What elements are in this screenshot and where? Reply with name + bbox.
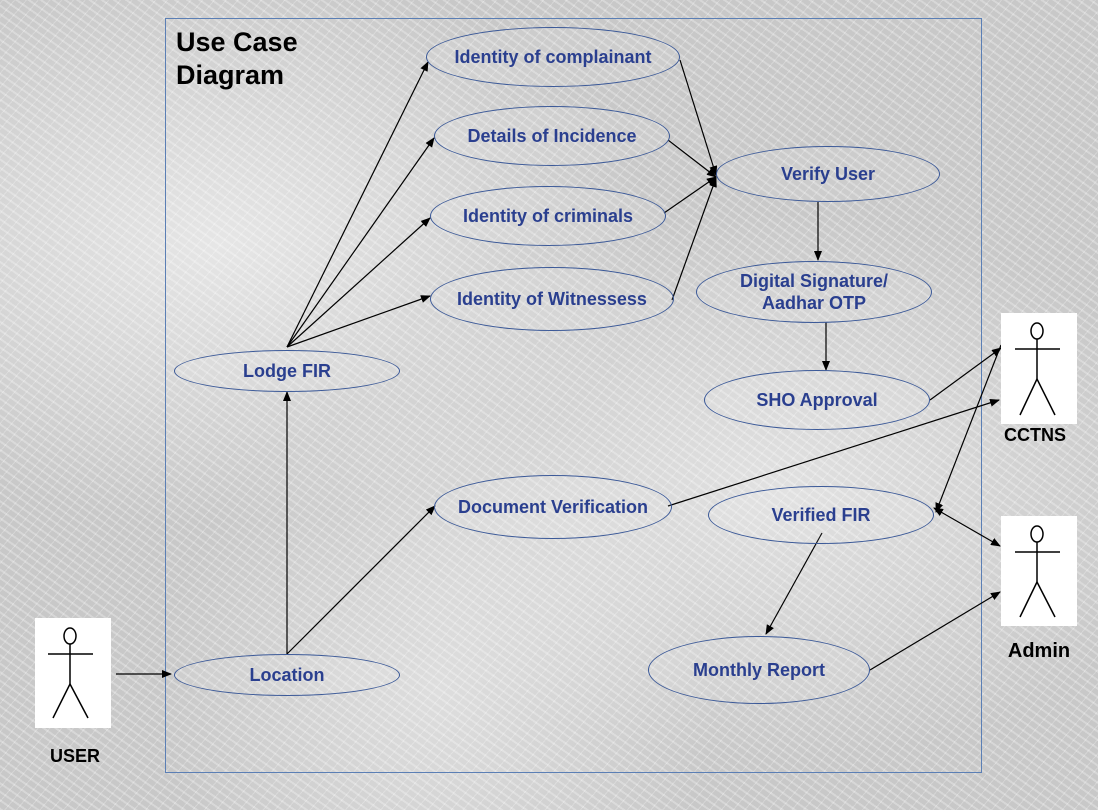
- usecase-label: Identity of complainant: [454, 47, 652, 67]
- actor-admin-label: Admin: [1007, 640, 1071, 662]
- usecase-label: Location: [249, 665, 325, 685]
- edge-monthly-to-admin: [870, 591, 1001, 670]
- usecase-document-verification: Document Verification: [434, 475, 672, 539]
- usecase-label: Identity of criminals: [462, 206, 634, 226]
- edge-incidence-to-verify: [668, 140, 717, 178]
- usecase-details-of-incidence: Details of Incidence: [434, 106, 670, 166]
- usecase-label: Document Verification: [457, 497, 649, 517]
- usecase-label: Verified FIR: [771, 505, 871, 525]
- usecase-label-line1: Digital Signature/: [739, 271, 889, 291]
- stick-figure-icon: [1001, 322, 1077, 424]
- usecase-digital-signature: Digital Signature/ Aadhar OTP: [696, 261, 932, 323]
- edge-cctns-to-verifiedfir: [936, 345, 1001, 513]
- usecase-label-line2: Aadhar OTP: [761, 293, 867, 313]
- edge-witnesses-to-verify: [672, 177, 717, 300]
- actor-cctns-label: CCTNS: [1004, 425, 1066, 445]
- usecase-label: Details of Incidence: [467, 126, 637, 146]
- usecase-identity-of-complainant: Identity of complainant: [426, 27, 680, 87]
- usecase-label: Lodge FIR: [243, 361, 331, 381]
- usecase-lodge-fir: Lodge FIR: [174, 350, 400, 392]
- actor-user: [35, 618, 111, 728]
- usecase-identity-of-criminals: Identity of criminals: [430, 186, 666, 246]
- usecase-label: Monthly Report: [693, 660, 825, 680]
- edge-lodge-to-criminals: [287, 217, 431, 347]
- usecase-monthly-report: Monthly Report: [648, 636, 870, 704]
- edge-location-to-docver: [287, 505, 436, 654]
- usecase-identity-of-witnesses: Identity of Witnessess: [430, 267, 674, 331]
- stick-figure-icon: [1001, 525, 1077, 626]
- usecase-label: Identity of Witnessess: [457, 289, 647, 309]
- edge-verifiedfir-to-monthly: [766, 533, 822, 635]
- usecase-label: Verify User: [780, 164, 876, 184]
- actor-admin: [1001, 516, 1077, 626]
- edge-criminals-to-verify: [664, 176, 717, 213]
- stick-figure-icon: [35, 627, 111, 728]
- edge-lodge-to-witnesses: [287, 295, 431, 347]
- edge-complainant-to-verify: [680, 60, 718, 176]
- usecase-verify-user: Verify User: [716, 146, 940, 202]
- edge-docver-to-cctns: [668, 398, 1000, 506]
- edge-lodge-to-incidence: [287, 137, 435, 347]
- usecase-location: Location: [174, 654, 400, 696]
- actor-user-label: USER: [49, 746, 100, 766]
- usecase-verified-fir: Verified FIR: [708, 486, 934, 544]
- diagram-title: Use Case Diagram: [176, 27, 298, 90]
- edge-lodge-to-complainant: [287, 61, 428, 347]
- edge-sho-to-cctns: [930, 347, 1002, 400]
- edge-verifiedfir-admin: [933, 508, 1001, 546]
- usecase-label: SHO Approval: [756, 390, 878, 410]
- usecase-sho-approval: SHO Approval: [704, 370, 930, 430]
- actor-cctns: [1001, 313, 1077, 424]
